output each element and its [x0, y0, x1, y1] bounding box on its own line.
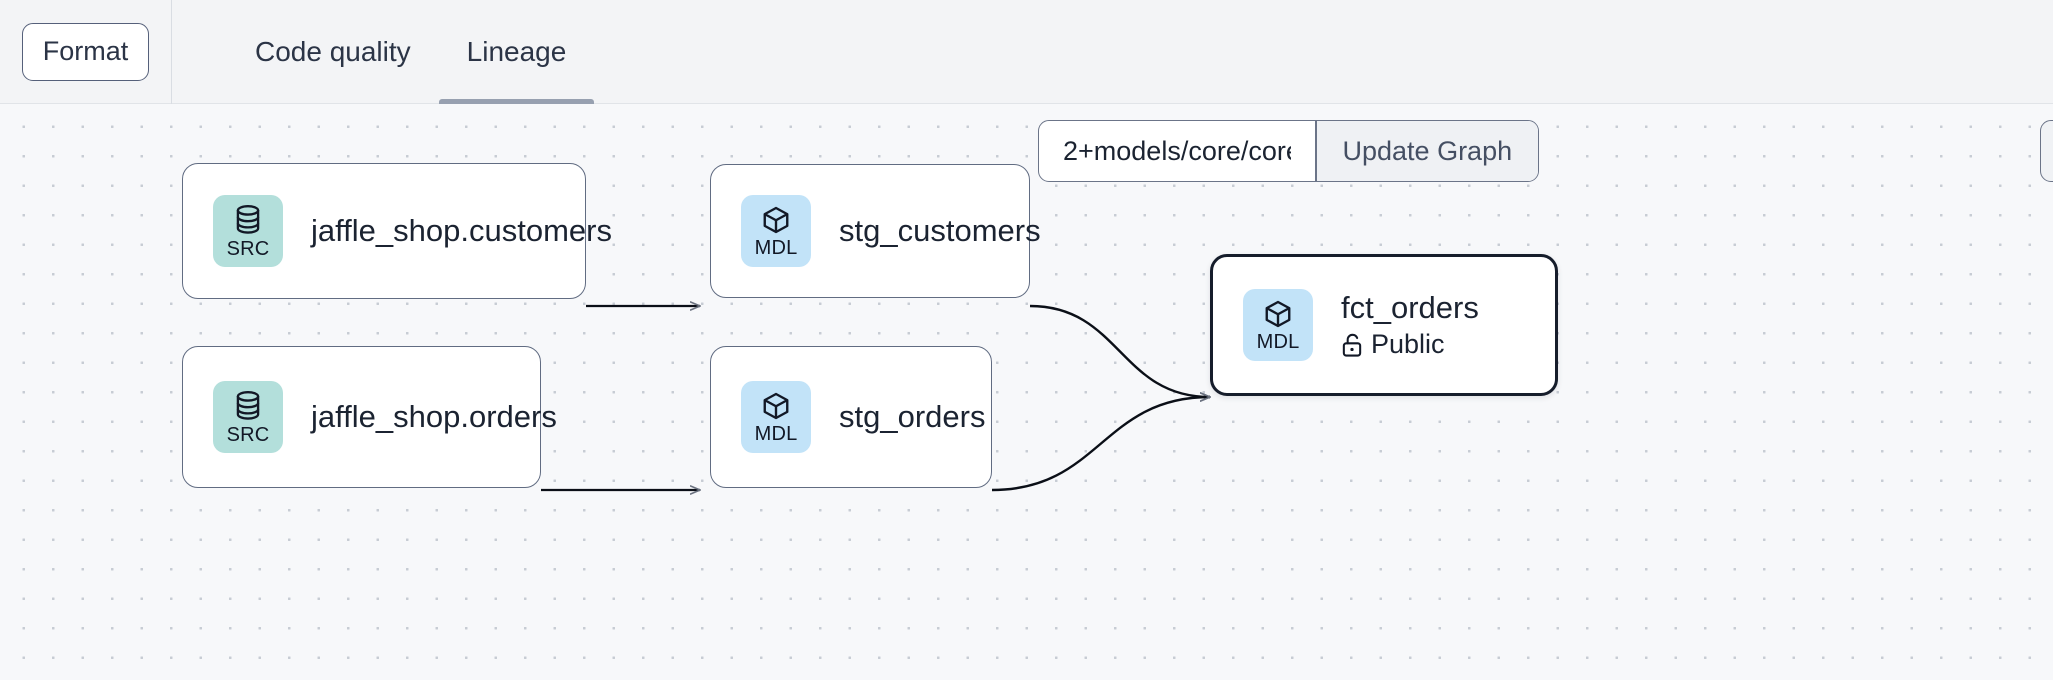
- node-badge-mdl: MDL: [741, 381, 811, 453]
- node-badge-mdl: MDL: [1243, 289, 1313, 361]
- edge-stg-orders-to-fct-orders: [991, 397, 1210, 492]
- lineage-node-stg-orders[interactable]: MDL stg_orders: [710, 346, 992, 488]
- node-badge-label: MDL: [754, 236, 798, 259]
- tab-lineage[interactable]: Lineage: [438, 0, 595, 104]
- node-badge-src: SRC: [213, 381, 283, 453]
- database-icon: [236, 390, 260, 420]
- unlock-icon: [1342, 334, 1362, 357]
- node-visibility: Public: [1341, 330, 1479, 360]
- node-badge-label: MDL: [1256, 330, 1300, 353]
- node-selector-input[interactable]: [1039, 121, 1315, 181]
- tab-code-quality[interactable]: Code quality: [255, 35, 411, 67]
- lineage-canvas[interactable]: SRC jaffle_shop.customers MDL stg_custom…: [0, 104, 2053, 680]
- cube-icon: [1265, 300, 1291, 327]
- node-selector-control: Update Graph: [1038, 120, 1540, 182]
- node-badge-label: MDL: [754, 422, 798, 445]
- toolbar: Format Code quality Lineage: [0, 0, 2053, 104]
- node-title: stg_orders: [839, 398, 986, 434]
- format-button[interactable]: Format: [21, 22, 150, 81]
- database-icon: [236, 204, 260, 234]
- update-graph-button[interactable]: Update Graph: [1316, 121, 1539, 181]
- edge-stg-customers-to-fct-orders: [1029, 304, 1210, 397]
- node-text-block: fct_orders Public: [1341, 290, 1479, 360]
- lineage-node-stg-customers[interactable]: MDL stg_customers: [710, 164, 1041, 298]
- lineage-node-fct-orders[interactable]: MDL fct_orders Public: [1210, 254, 1558, 396]
- node-title: jaffle_shop.orders: [311, 398, 557, 434]
- node-badge-label: SRC: [226, 237, 270, 260]
- format-button-group: Format: [0, 0, 172, 104]
- node-text-block: jaffle_shop.customers: [311, 213, 612, 250]
- node-badge-mdl: MDL: [741, 195, 811, 267]
- node-text-block: jaffle_shop.orders: [311, 399, 557, 436]
- node-text-block: stg_customers: [839, 213, 1041, 250]
- cube-icon: [763, 392, 789, 419]
- node-badge-label: SRC: [226, 423, 270, 446]
- selector-divider: [1315, 121, 1317, 181]
- cube-icon: [763, 206, 789, 233]
- node-title: jaffle_shop.customers: [311, 212, 612, 248]
- node-title: stg_customers: [839, 212, 1041, 248]
- canvas-side-button[interactable]: [2040, 120, 2053, 182]
- node-visibility-label: Public: [1371, 329, 1445, 360]
- lineage-node-jaffle-shop-orders[interactable]: SRC jaffle_shop.orders: [182, 346, 557, 488]
- node-text-block: stg_orders: [839, 399, 985, 436]
- node-title: fct_orders: [1341, 289, 1479, 325]
- node-badge-src: SRC: [213, 195, 283, 267]
- tab-bar: Code quality Lineage: [172, 0, 594, 104]
- lineage-node-jaffle-shop-customers[interactable]: SRC jaffle_shop.customers: [182, 163, 612, 299]
